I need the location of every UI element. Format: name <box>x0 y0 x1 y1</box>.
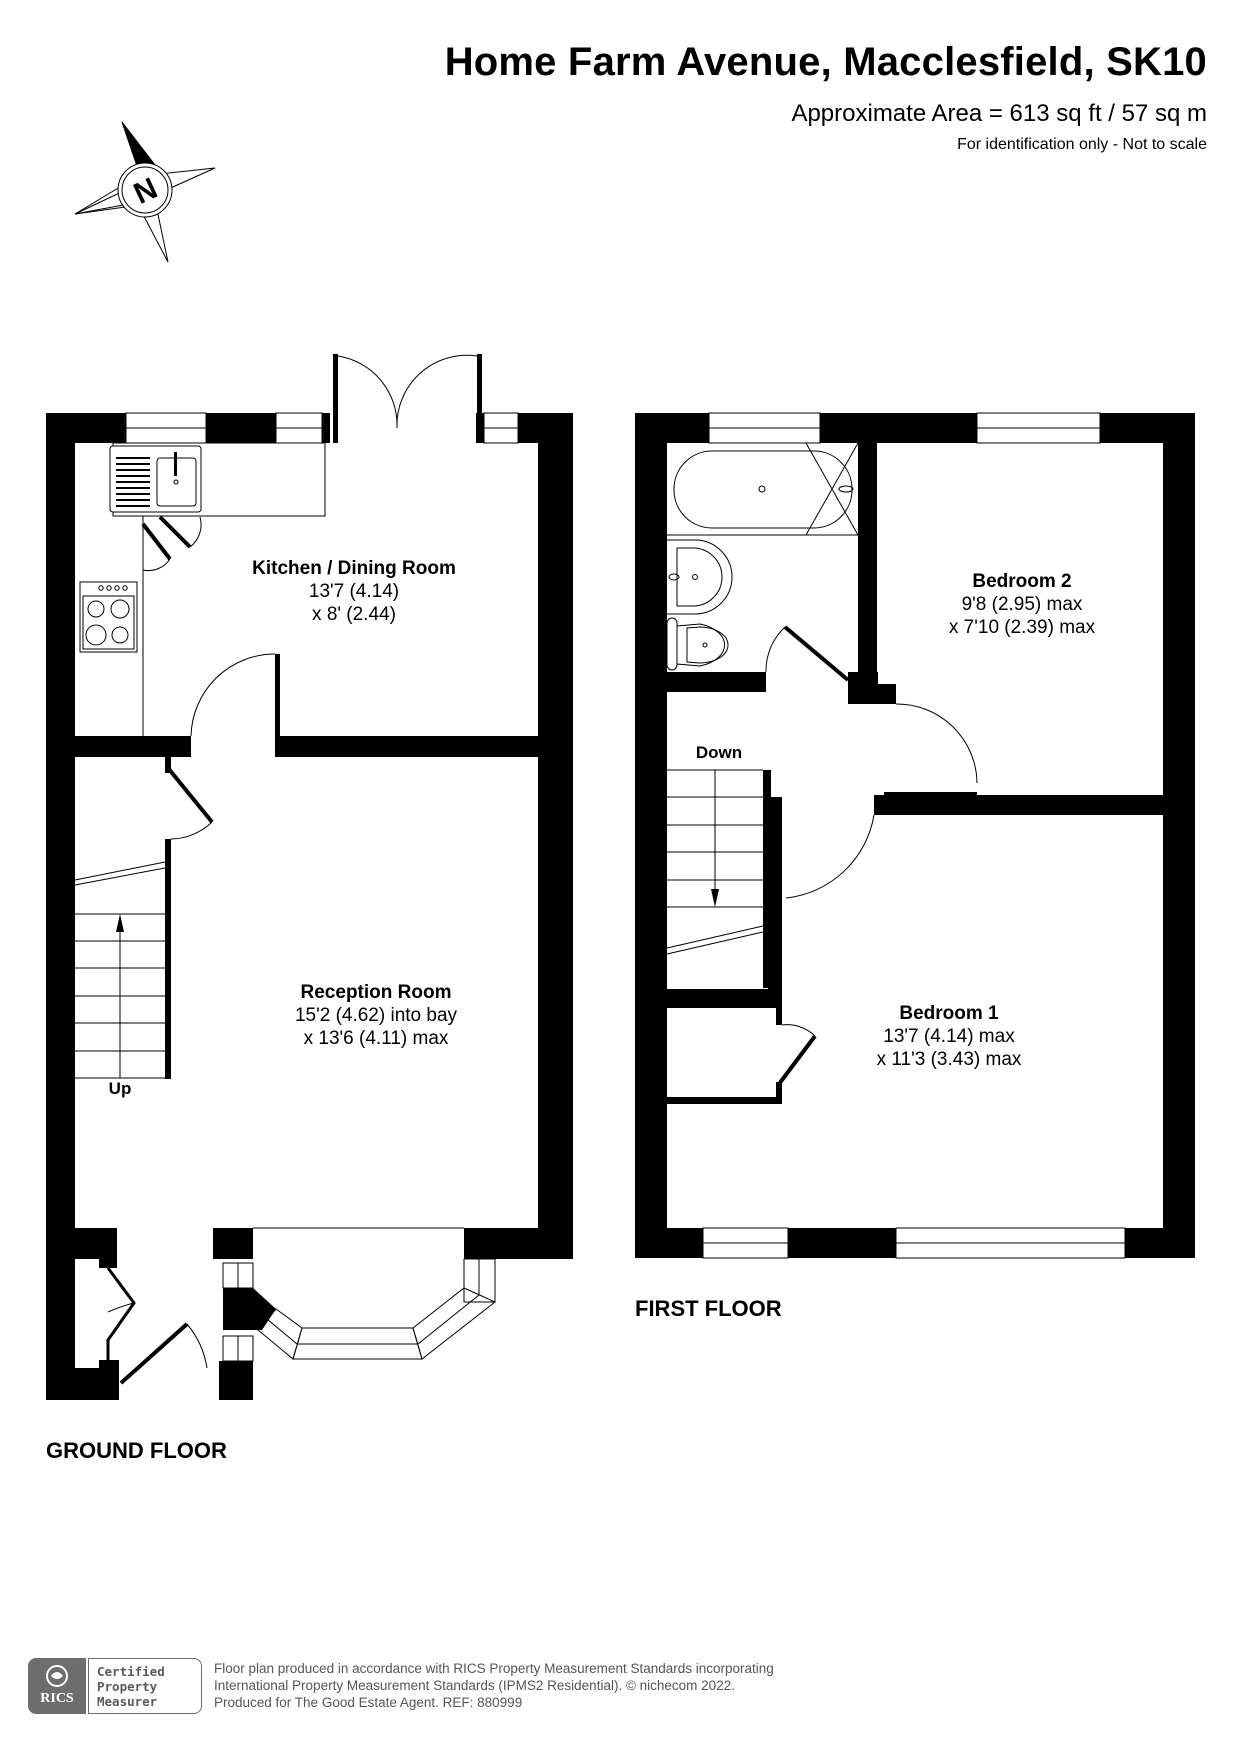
room-label-bedroom-2: Bedroom 2 9'8 (2.95) max x 7'10 (2.39) m… <box>949 570 1095 639</box>
badge-line: Measurer <box>97 1694 158 1709</box>
certified-measurer-text: Certified Property Measurer <box>97 1664 165 1709</box>
room-dimension: x 11'3 (3.43) max <box>876 1049 1022 1070</box>
room-dimension: 15'2 (4.62) into bay <box>294 1005 458 1026</box>
room-name: Kitchen / Dining Room <box>252 558 456 579</box>
footer-line: Produced for The Good Estate Agent. REF:… <box>214 1695 523 1710</box>
bath-icon <box>667 442 859 536</box>
badge-line: Certified <box>97 1664 165 1679</box>
footer-notice: Floor plan produced in accordance with R… <box>214 1660 774 1711</box>
rics-logo: RICS <box>28 1658 86 1714</box>
kitchen-sink-icon <box>109 445 202 513</box>
first-floor-label: FIRST FLOOR <box>635 1296 782 1321</box>
ground-floor-label: GROUND FLOOR <box>46 1438 227 1463</box>
stairs-down-label: Down <box>695 743 743 762</box>
room-label-kitchen-dining: Kitchen / Dining Room 13'7 (4.14) x 8' (… <box>252 557 456 626</box>
room-dimension: 13'7 (4.14) max <box>883 1026 1015 1047</box>
approximate-area: Approximate Area = 613 sq ft / 57 sq m <box>791 100 1207 127</box>
room-name: Reception Room <box>300 982 452 1003</box>
lion-crest-icon <box>46 1665 68 1687</box>
footer-line: International Property Measurement Stand… <box>214 1678 735 1693</box>
toilet-icon <box>666 617 729 671</box>
room-dimension: 13'7 (4.14) <box>308 581 400 602</box>
ground-floor-plan <box>46 354 573 1400</box>
first-floor-stairs <box>666 769 875 1008</box>
room-dimension: x 13'6 (4.11) max <box>303 1028 449 1049</box>
footer-line: Floor plan produced in accordance with R… <box>214 1661 774 1676</box>
room-name: Bedroom 1 <box>899 1003 999 1024</box>
hob-icon <box>79 581 138 653</box>
rics-org-name: RICS <box>40 1691 74 1706</box>
page-title: Home Farm Avenue, Macclesfield, SK10 <box>444 40 1207 84</box>
stairs-up-label: Up <box>108 1079 132 1098</box>
room-name: Bedroom 2 <box>972 571 1072 592</box>
room-dimension: x 7'10 (2.39) max <box>948 617 1096 638</box>
first-floor-plan <box>635 412 1195 1259</box>
compass-rose-icon: N <box>74 121 216 263</box>
room-dimension: x 8' (2.44) <box>312 604 396 625</box>
certified-measurer-box: Certified Property Measurer <box>88 1658 202 1714</box>
room-label-bedroom-1: Bedroom 1 13'7 (4.14) max x 11'3 (3.43) … <box>877 1002 1022 1071</box>
room-label-reception: Reception Room 15'2 (4.62) into bay x 13… <box>295 981 457 1050</box>
scale-disclaimer: For identification only - Not to scale <box>957 136 1207 153</box>
basin-icon <box>667 539 733 615</box>
rics-certified-badge: RICS Certified Property Measurer <box>28 1658 204 1714</box>
room-dimension: 9'8 (2.95) max <box>961 594 1083 615</box>
badge-line: Property <box>97 1679 158 1694</box>
ground-floor-stairs <box>74 757 214 1079</box>
